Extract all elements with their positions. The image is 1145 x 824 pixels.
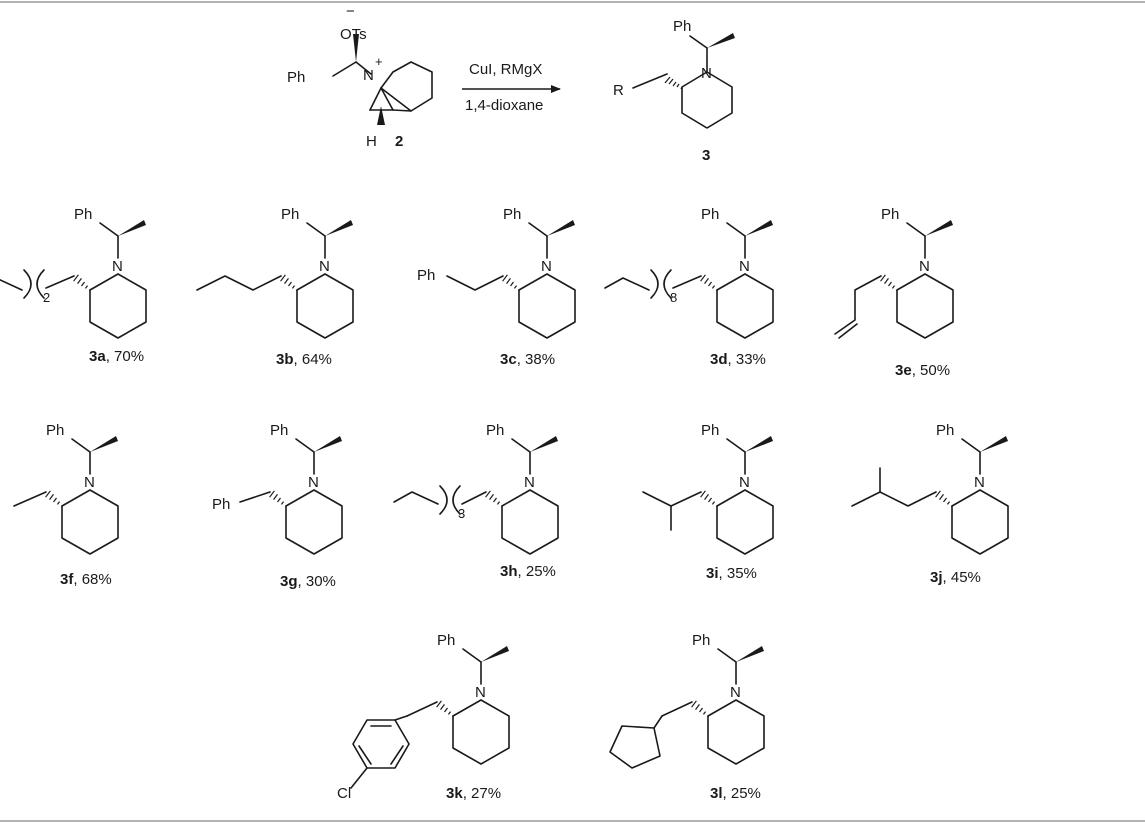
ph-label: Ph (692, 632, 710, 649)
caption-3e: 3e, 50% (895, 362, 950, 379)
ph-label: Ph (936, 422, 954, 439)
caption-3k: 3k, 27% (446, 785, 501, 802)
subscript-8: 8 (670, 290, 677, 305)
n-atom-label: N (541, 258, 552, 275)
product-3: N Ph R 3 (613, 18, 735, 164)
solvent-label: 1,4-dioxane (465, 97, 543, 114)
caption-3h: 3h, 25% (500, 563, 556, 580)
structure-3a: N Ph 2 (0, 206, 147, 339)
structure-3e: N Ph (834, 206, 954, 339)
subscript-2: 2 (43, 290, 50, 305)
plus-charge: + (375, 54, 383, 69)
substituent-ph-label: Ph (417, 267, 435, 284)
caption-3f: 3f, 68% (60, 571, 112, 588)
ph-label: Ph (486, 422, 504, 439)
ph-label: Ph (74, 206, 92, 223)
reagents-label: CuI, RMgX (469, 61, 542, 78)
counterion-label: OTs (340, 26, 367, 43)
product-n-label: N (701, 65, 712, 82)
starting-material-2: N + Ph − OTs H 2 (287, 3, 433, 150)
structure-3d: N Ph 8 (604, 206, 774, 339)
n-atom-label: N (363, 67, 374, 84)
structure-3h: N Ph 3 (393, 422, 559, 555)
structure-3j: N Ph (851, 422, 1009, 555)
n-atom-label: N (84, 474, 95, 491)
caption-3i: 3i, 35% (706, 565, 757, 582)
ph-label: Ph (281, 206, 299, 223)
n-atom-label: N (739, 258, 750, 275)
compound-id-2: 2 (395, 133, 403, 150)
caption-3g: 3g, 30% (280, 573, 336, 590)
minus-charge: − (346, 3, 355, 20)
ph-label: Ph (503, 206, 521, 223)
n-atom-label: N (524, 474, 535, 491)
n-atom-label: N (919, 258, 930, 275)
n-atom-label: N (112, 258, 123, 275)
substituent-ph-label: Ph (212, 496, 230, 513)
structure-3b: N Ph (196, 206, 354, 339)
n-atom-label: N (739, 474, 750, 491)
ph-label: Ph (881, 206, 899, 223)
n-atom-label: N (730, 684, 741, 701)
ph-label: Ph (701, 206, 719, 223)
caption-3a: 3a, 70% (89, 348, 144, 365)
structure-3l: N Ph (609, 632, 765, 769)
n-atom-label: N (319, 258, 330, 275)
ph-label: Ph (437, 632, 455, 649)
caption-3b: 3b, 64% (276, 351, 332, 368)
structure-3i: N Ph (642, 422, 774, 555)
caption-3l: 3l, 25% (710, 785, 761, 802)
compound-id-3: 3 (702, 147, 710, 164)
ph-label: Ph (270, 422, 288, 439)
structure-3f: N Ph (13, 422, 119, 555)
substituent-cl-label: Cl (337, 785, 351, 802)
compound-captions: 3a, 70% 3b, 64% 3c, 38% 3d, 33% 3e, 50% … (60, 348, 981, 802)
ph-label: Ph (46, 422, 64, 439)
ph-label: Ph (287, 69, 305, 86)
n-atom-label: N (974, 474, 985, 491)
product-r-label: R (613, 82, 624, 99)
caption-3j: 3j, 45% (930, 569, 981, 586)
ph-label: Ph (701, 422, 719, 439)
product-ph-label: Ph (673, 18, 691, 35)
n-atom-label: N (308, 474, 319, 491)
n-atom-label: N (475, 684, 486, 701)
caption-3d: 3d, 33% (710, 351, 766, 368)
h-label: H (366, 133, 377, 150)
caption-3c: 3c, 38% (500, 351, 555, 368)
compound-structures: NPh2NPhNPhPhNPh8NPhNPhNPhPhNPh3NPhNPhNPh… (0, 206, 1009, 802)
reaction-arrow-group: CuI, RMgX 1,4-dioxane (462, 61, 561, 114)
subscript-3: 3 (458, 506, 465, 521)
